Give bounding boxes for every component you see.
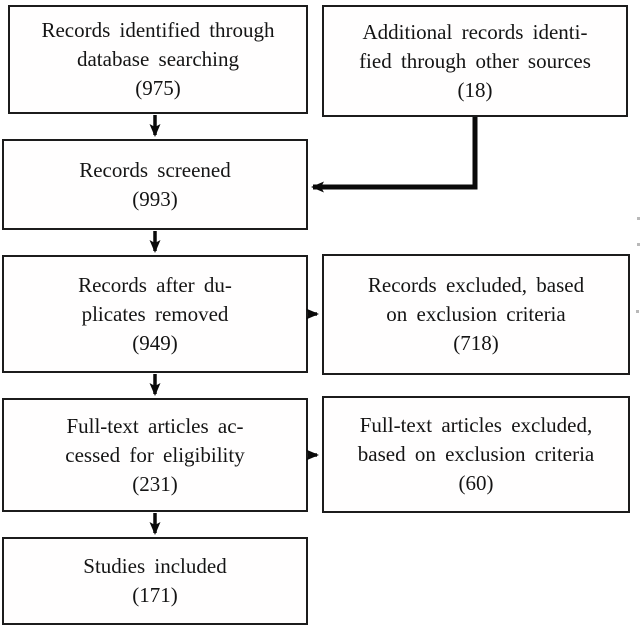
flow-box-text: Full-text articles ac- cessed for eligib… [65,413,245,496]
flow-box-records-screened: Records screened (993) [2,139,308,230]
flow-box-text: Records excluded, based on exclusion cri… [367,273,585,355]
flow-box-text: Full-text articles excluded, based on ex… [357,413,595,495]
flow-box-text: Records after du- plicates removed (949) [78,272,232,355]
flow-box-records-identified: Records identified through database sear… [8,5,308,114]
flow-box-text: Studies included (171) [83,554,227,607]
flow-box-studies-included: Studies included (171) [2,537,308,625]
edge-artifact [637,243,640,246]
flow-box-text: Additional records identi- fied through … [359,19,591,102]
flow-box-additional-records: Additional records identi- fied through … [322,5,628,117]
edge-artifact [636,310,639,313]
flow-box-text: Records identified through database sear… [41,18,275,100]
edge-artifact [637,217,640,220]
flow-box-records-excluded: Records excluded, based on exclusion cri… [322,254,630,375]
arrow-additional-to-screened [311,117,478,193]
flow-box-fulltext-excluded: Full-text articles excluded, based on ex… [322,396,630,513]
flow-box-duplicates-removed: Records after du- plicates removed (949) [2,255,308,373]
flow-box-fulltext-assessed: Full-text articles ac- cessed for eligib… [2,398,308,512]
flow-box-text: Records screened (993) [79,157,231,211]
